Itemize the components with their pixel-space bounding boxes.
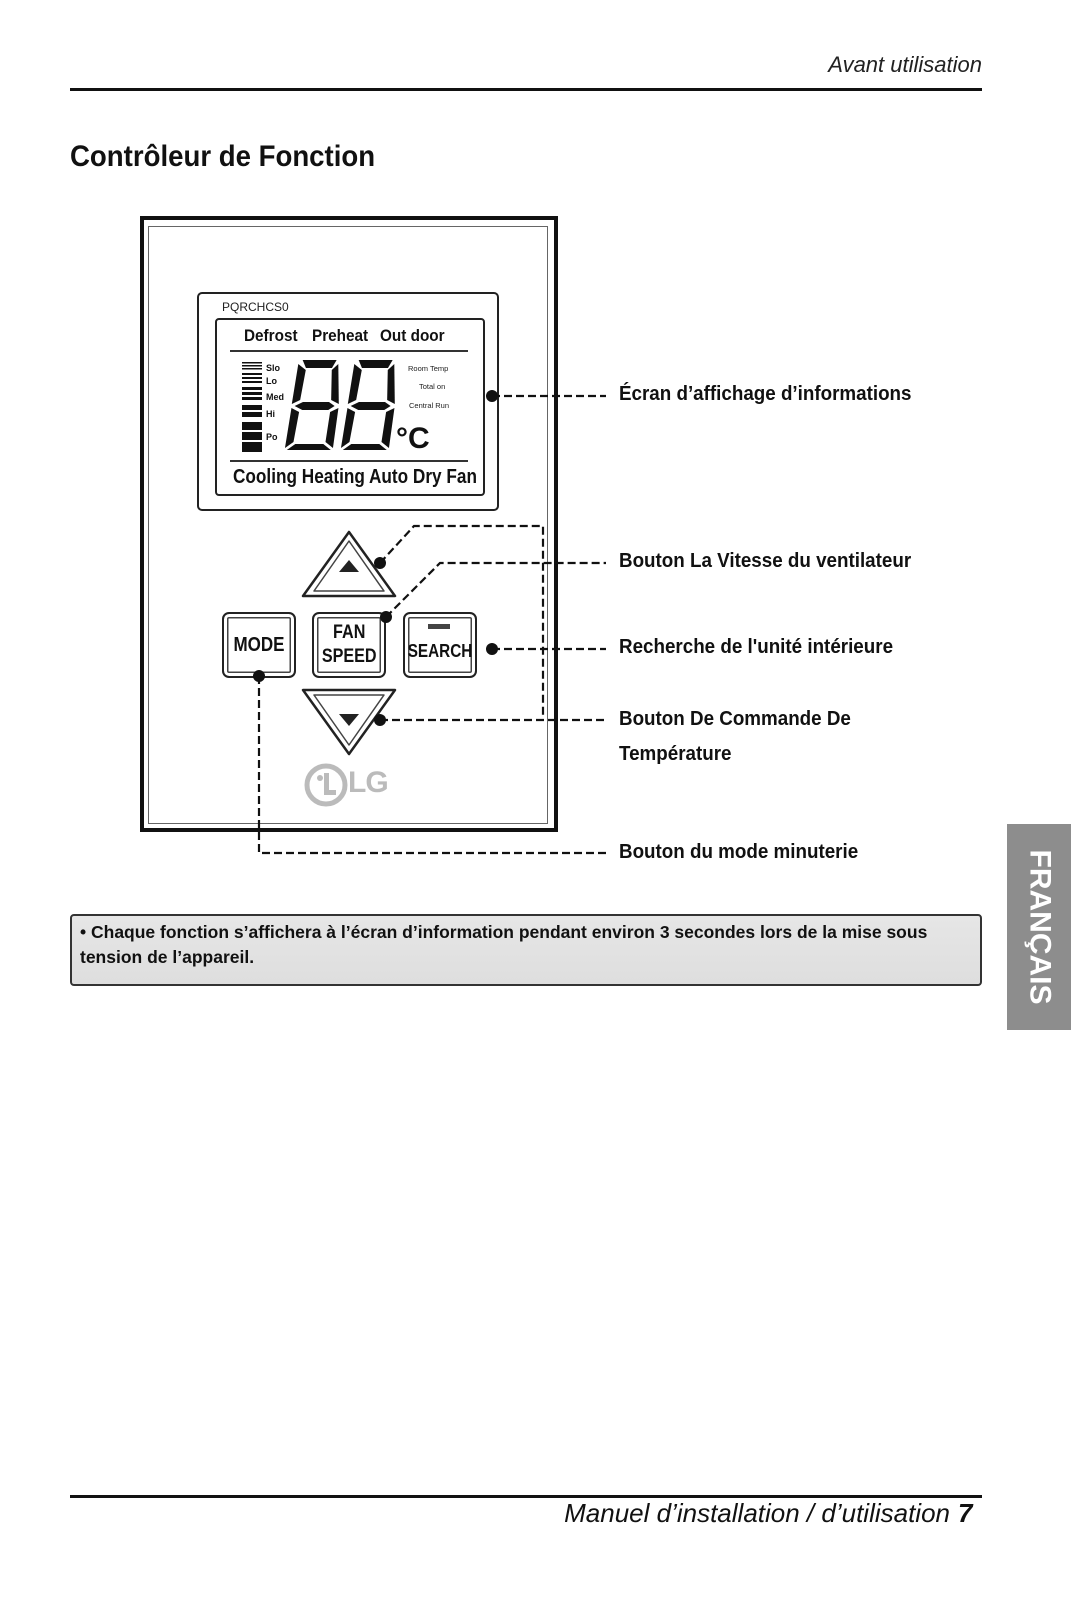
callout-temp-line1: Bouton De Commande De xyxy=(619,708,851,730)
page-title: Contrôleur de Fonction xyxy=(70,140,376,173)
celsius-unit: °C xyxy=(396,422,430,455)
fan-level-bars-icon xyxy=(242,362,262,452)
lg-logo-icon xyxy=(304,763,348,807)
fan-level-po: Po xyxy=(266,432,278,442)
fan-speed-label-line2: SPEED xyxy=(321,646,377,667)
model-number: PQRCHCS0 xyxy=(222,300,289,314)
header-rule xyxy=(70,88,982,91)
note-text: • Chaque fonction s’affichera à l’écran … xyxy=(80,922,928,967)
callout-timer: Bouton du mode minuterie xyxy=(619,841,859,863)
lcd-mode-labels: Cooling Heating Auto Dry Fan xyxy=(233,466,477,488)
mode-button[interactable]: MODE xyxy=(222,612,296,678)
fan-speed-button[interactable]: FAN SPEED xyxy=(312,612,386,678)
temp-up-button[interactable] xyxy=(300,528,398,600)
language-tab xyxy=(1007,824,1071,1030)
lcd-screen xyxy=(215,318,485,496)
fan-level-lo: Lo xyxy=(266,376,277,386)
fan-speed-label-line1: FAN xyxy=(332,622,366,643)
lcd-divider-top xyxy=(230,350,468,352)
footer-manual-title: Manuel d’installation / d’utilisation xyxy=(564,1498,950,1528)
lcd-label-preheat: Preheat xyxy=(312,326,369,345)
search-indicator-bar xyxy=(428,624,450,629)
temp-down-button[interactable] xyxy=(300,686,398,758)
seven-segment-digits-icon xyxy=(285,360,395,450)
language-tab-label: FRANÇAIS xyxy=(1023,849,1056,1005)
header-section-title: Avant utilisation xyxy=(828,52,982,77)
mode-button-label: MODE xyxy=(233,633,285,656)
info-total-on: Total on xyxy=(419,382,446,391)
info-room-temp: Room Temp xyxy=(408,364,449,373)
footer-rule xyxy=(70,1495,982,1498)
info-central-run: Central Run xyxy=(409,401,450,410)
callout-fan-speed: Bouton La Vitesse du ventilateur xyxy=(619,550,912,572)
search-button[interactable]: SEARCH xyxy=(403,612,477,678)
triangle-up-icon xyxy=(339,560,359,572)
callout-display: Écran d’affichage d’informations xyxy=(619,383,912,405)
lcd-label-outdoor: Out door xyxy=(380,326,445,345)
fan-level-slo: Slo xyxy=(266,363,281,373)
language-tab-label-wrap: FRANÇAIS xyxy=(1007,824,1071,1030)
note-box xyxy=(70,914,982,986)
callout-temp-line2: Température xyxy=(619,743,732,765)
lg-brand-text: LG xyxy=(348,766,389,799)
lcd-label-defrost: Defrost xyxy=(244,326,298,345)
lcd-divider-bottom xyxy=(230,460,468,462)
callout-search: Recherche de l'unité intérieure xyxy=(619,636,894,658)
page-number: 7 xyxy=(958,1498,973,1528)
fan-level-hi: Hi xyxy=(266,409,275,419)
fan-level-med: Med xyxy=(266,392,284,402)
search-button-label: SEARCH xyxy=(407,640,473,661)
